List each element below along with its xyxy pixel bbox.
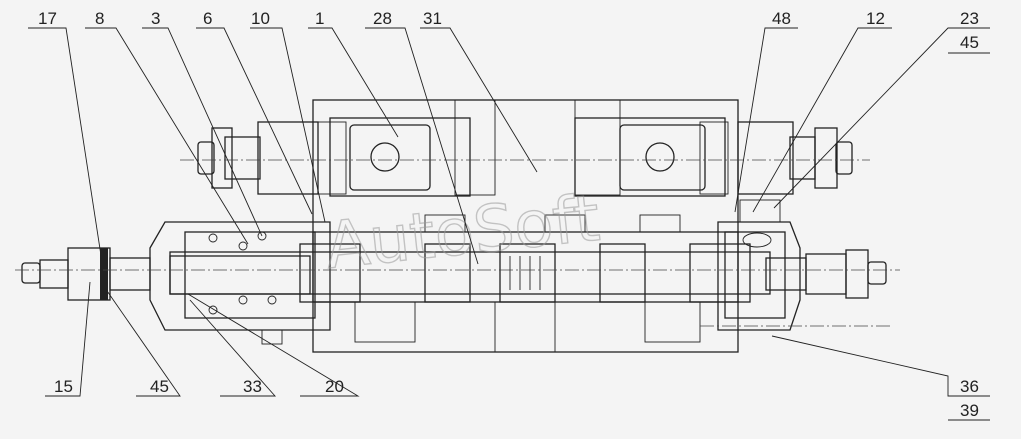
callout-10: 10: [251, 9, 270, 28]
callout-1: 1: [315, 9, 324, 28]
check-valve-right: [619, 121, 853, 195]
callout-45-bottom: 45: [150, 377, 169, 396]
callout-3: 3: [151, 9, 160, 28]
callout-12: 12: [866, 9, 885, 28]
callout-6: 6: [203, 9, 212, 28]
callout-15: 15: [54, 377, 73, 396]
spring-housing-left: [149, 221, 331, 345]
end-screw-right: [765, 249, 887, 299]
callout-labels: 17 8 3 6 10 1 28 31 48 12 23 45 15 45 33…: [38, 9, 979, 420]
callout-36: 36: [960, 377, 979, 396]
watermark: AutoSoft: [322, 182, 603, 284]
callout-31: 31: [423, 9, 442, 28]
callout-8: 8: [95, 9, 104, 28]
callout-48: 48: [772, 9, 791, 28]
leader-lines: [28, 27, 990, 421]
callout-20: 20: [325, 377, 344, 396]
callout-33: 33: [243, 377, 262, 396]
callout-39: 39: [960, 401, 979, 420]
check-valve-left: [197, 121, 431, 195]
end-cap-right: [717, 199, 801, 331]
callout-23: 23: [960, 9, 979, 28]
callout-17: 17: [38, 9, 57, 28]
center-lines: [15, 159, 900, 327]
callout-45-top: 45: [960, 33, 979, 52]
end-screw-left: [21, 247, 151, 301]
callout-28: 28: [373, 9, 392, 28]
